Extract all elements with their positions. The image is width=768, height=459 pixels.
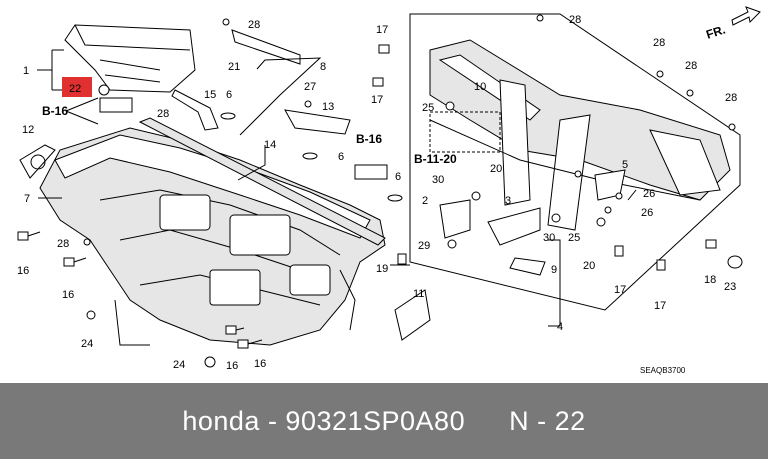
callout-6b: 6: [338, 151, 344, 163]
diagram-code: SEAQB3700: [640, 366, 686, 375]
callout-17d: 17: [654, 300, 666, 312]
callout-6c: 6: [395, 171, 401, 183]
assembly-outline-4: [409, 13, 741, 311]
callout-17a: 17: [376, 24, 388, 36]
pad-6b: [302, 152, 318, 160]
callout-9: 9: [551, 264, 557, 276]
callout-16c: 16: [226, 360, 238, 372]
speaker-grille-12: [19, 144, 56, 179]
callout-30b: 30: [543, 232, 555, 244]
bracket-2: [439, 199, 471, 239]
callout-16a: 16: [17, 265, 29, 277]
cover-11: [394, 289, 431, 341]
callout-14: 14: [264, 139, 276, 151]
callout-5: 5: [622, 159, 628, 171]
callout-28-r1: 28: [653, 37, 665, 49]
callout-8: 8: [320, 61, 326, 73]
fasteners: [17, 14, 736, 368]
callout-17c: 17: [614, 284, 626, 296]
callout-4: 4: [557, 321, 563, 333]
callout-3: 3: [505, 195, 511, 207]
callout-22: 22: [69, 83, 81, 95]
callout-27: 27: [304, 81, 316, 93]
callout-1: 1: [23, 65, 29, 77]
dashboard-beam-14: [138, 117, 386, 246]
callout-12: 12: [22, 124, 34, 136]
callout-26b: 26: [641, 207, 653, 219]
clip-b16-mid: [354, 164, 388, 180]
bracket-9: [509, 257, 546, 276]
dashboard-panel-7: [39, 127, 386, 346]
callout-28-topmid: 28: [248, 19, 260, 31]
callout-16d: 16: [254, 358, 266, 370]
callout-7: 7: [24, 193, 30, 205]
bracket-13: [284, 109, 351, 135]
callout-30a: 30: [432, 174, 444, 186]
airbag-module-1: [64, 24, 196, 93]
callout-26a: 26: [643, 188, 655, 200]
part-number-label: honda - 90321SP0A80: [182, 405, 466, 436]
callout-25b: 25: [568, 232, 580, 244]
dashboard-exploded-diagram: FR.: [17, 6, 761, 375]
callout-17b: 17: [371, 94, 383, 106]
callout-b1120: B-11-20: [414, 152, 457, 166]
bracket-8: [231, 29, 301, 65]
callout-24b: 24: [173, 359, 185, 371]
reference-number-label: N - 22: [509, 405, 586, 436]
callout-28-r2: 28: [685, 60, 697, 72]
callout-15: 15: [204, 89, 216, 101]
clip-b16-left: [99, 97, 133, 113]
callout-6a: 6: [226, 89, 232, 101]
pad-6a: [220, 112, 236, 120]
callout-24a: 24: [81, 338, 93, 350]
bracket-3: [487, 207, 541, 246]
callout-numbers: 1 22 B-16 12 7 28 21 8 15 6 28 27 13 14 …: [17, 14, 737, 375]
callout-28-left: 28: [57, 238, 69, 250]
pad-6c: [387, 194, 403, 202]
callout-23: 23: [724, 281, 736, 293]
callout-16b: 16: [62, 289, 74, 301]
steering-hanger-beam-4: [429, 39, 731, 231]
callout-28-mid: 28: [157, 108, 169, 120]
cap-23: [727, 255, 743, 269]
callout-2: 2: [422, 195, 428, 207]
direction-label: FR.: [704, 22, 727, 41]
callout-20b: 20: [583, 260, 595, 272]
front-direction-arrow: FR.: [704, 6, 761, 42]
part-caption-bar: honda - 90321SP0A80 N - 22: [0, 383, 768, 459]
callout-20a: 20: [490, 163, 502, 175]
leader-lines: [37, 49, 637, 327]
b1120-ref-box: [429, 111, 501, 153]
callout-13: 13: [322, 101, 334, 113]
callout-b16-mid: B-16: [356, 132, 382, 146]
callout-19: 19: [376, 263, 388, 275]
callout-10: 10: [474, 81, 486, 93]
bracket-15: [171, 89, 219, 131]
callout-21: 21: [228, 61, 240, 73]
callout-b16-left: B-16: [42, 104, 68, 118]
callout-28-r3: 28: [725, 92, 737, 104]
callout-28-top: 28: [569, 14, 581, 26]
callout-18: 18: [704, 274, 716, 286]
highlight-22: [62, 77, 92, 97]
callout-11: 11: [413, 288, 424, 300]
callout-29: 29: [418, 240, 430, 252]
callout-25a: 25: [422, 102, 434, 114]
